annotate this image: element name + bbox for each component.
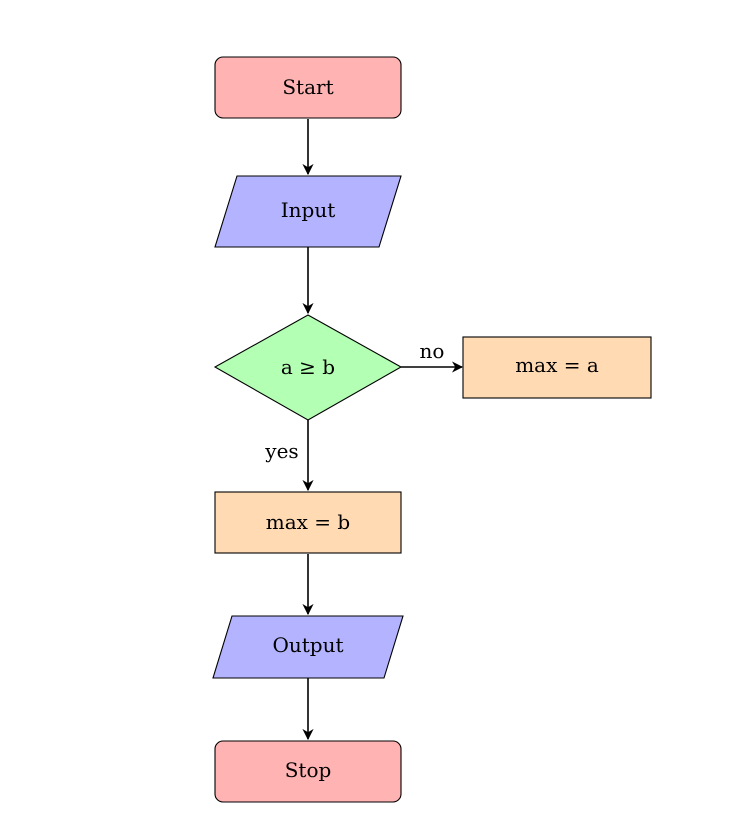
input-label: Input [281,198,336,222]
max-b-process-shape [214,491,402,554]
input-io-shape [214,175,402,248]
node-decision: a ≥ b [213,314,403,421]
node-max-b: max = b [214,491,402,554]
output-label: Output [272,633,343,657]
node-start: Start [214,56,402,119]
decision-diamond-shape [213,314,403,421]
stop-label: Stop [285,758,332,782]
node-input: Input [214,175,402,248]
node-output: Output [212,615,404,679]
node-stop: Stop [214,740,402,803]
max-a-label: max = a [515,353,599,377]
max-a-process-shape [462,336,652,399]
start-terminator-shape [214,56,402,119]
decision-label: a ≥ b [281,355,335,379]
node-max-a: max = a [462,336,652,399]
max-b-label: max = b [266,510,350,534]
stop-terminator-shape [214,740,402,803]
edges [302,119,464,741]
edge-label-yes: yes [264,439,298,463]
start-label: Start [282,75,333,99]
edge-label-no: no [420,339,445,363]
output-io-shape [212,615,404,679]
